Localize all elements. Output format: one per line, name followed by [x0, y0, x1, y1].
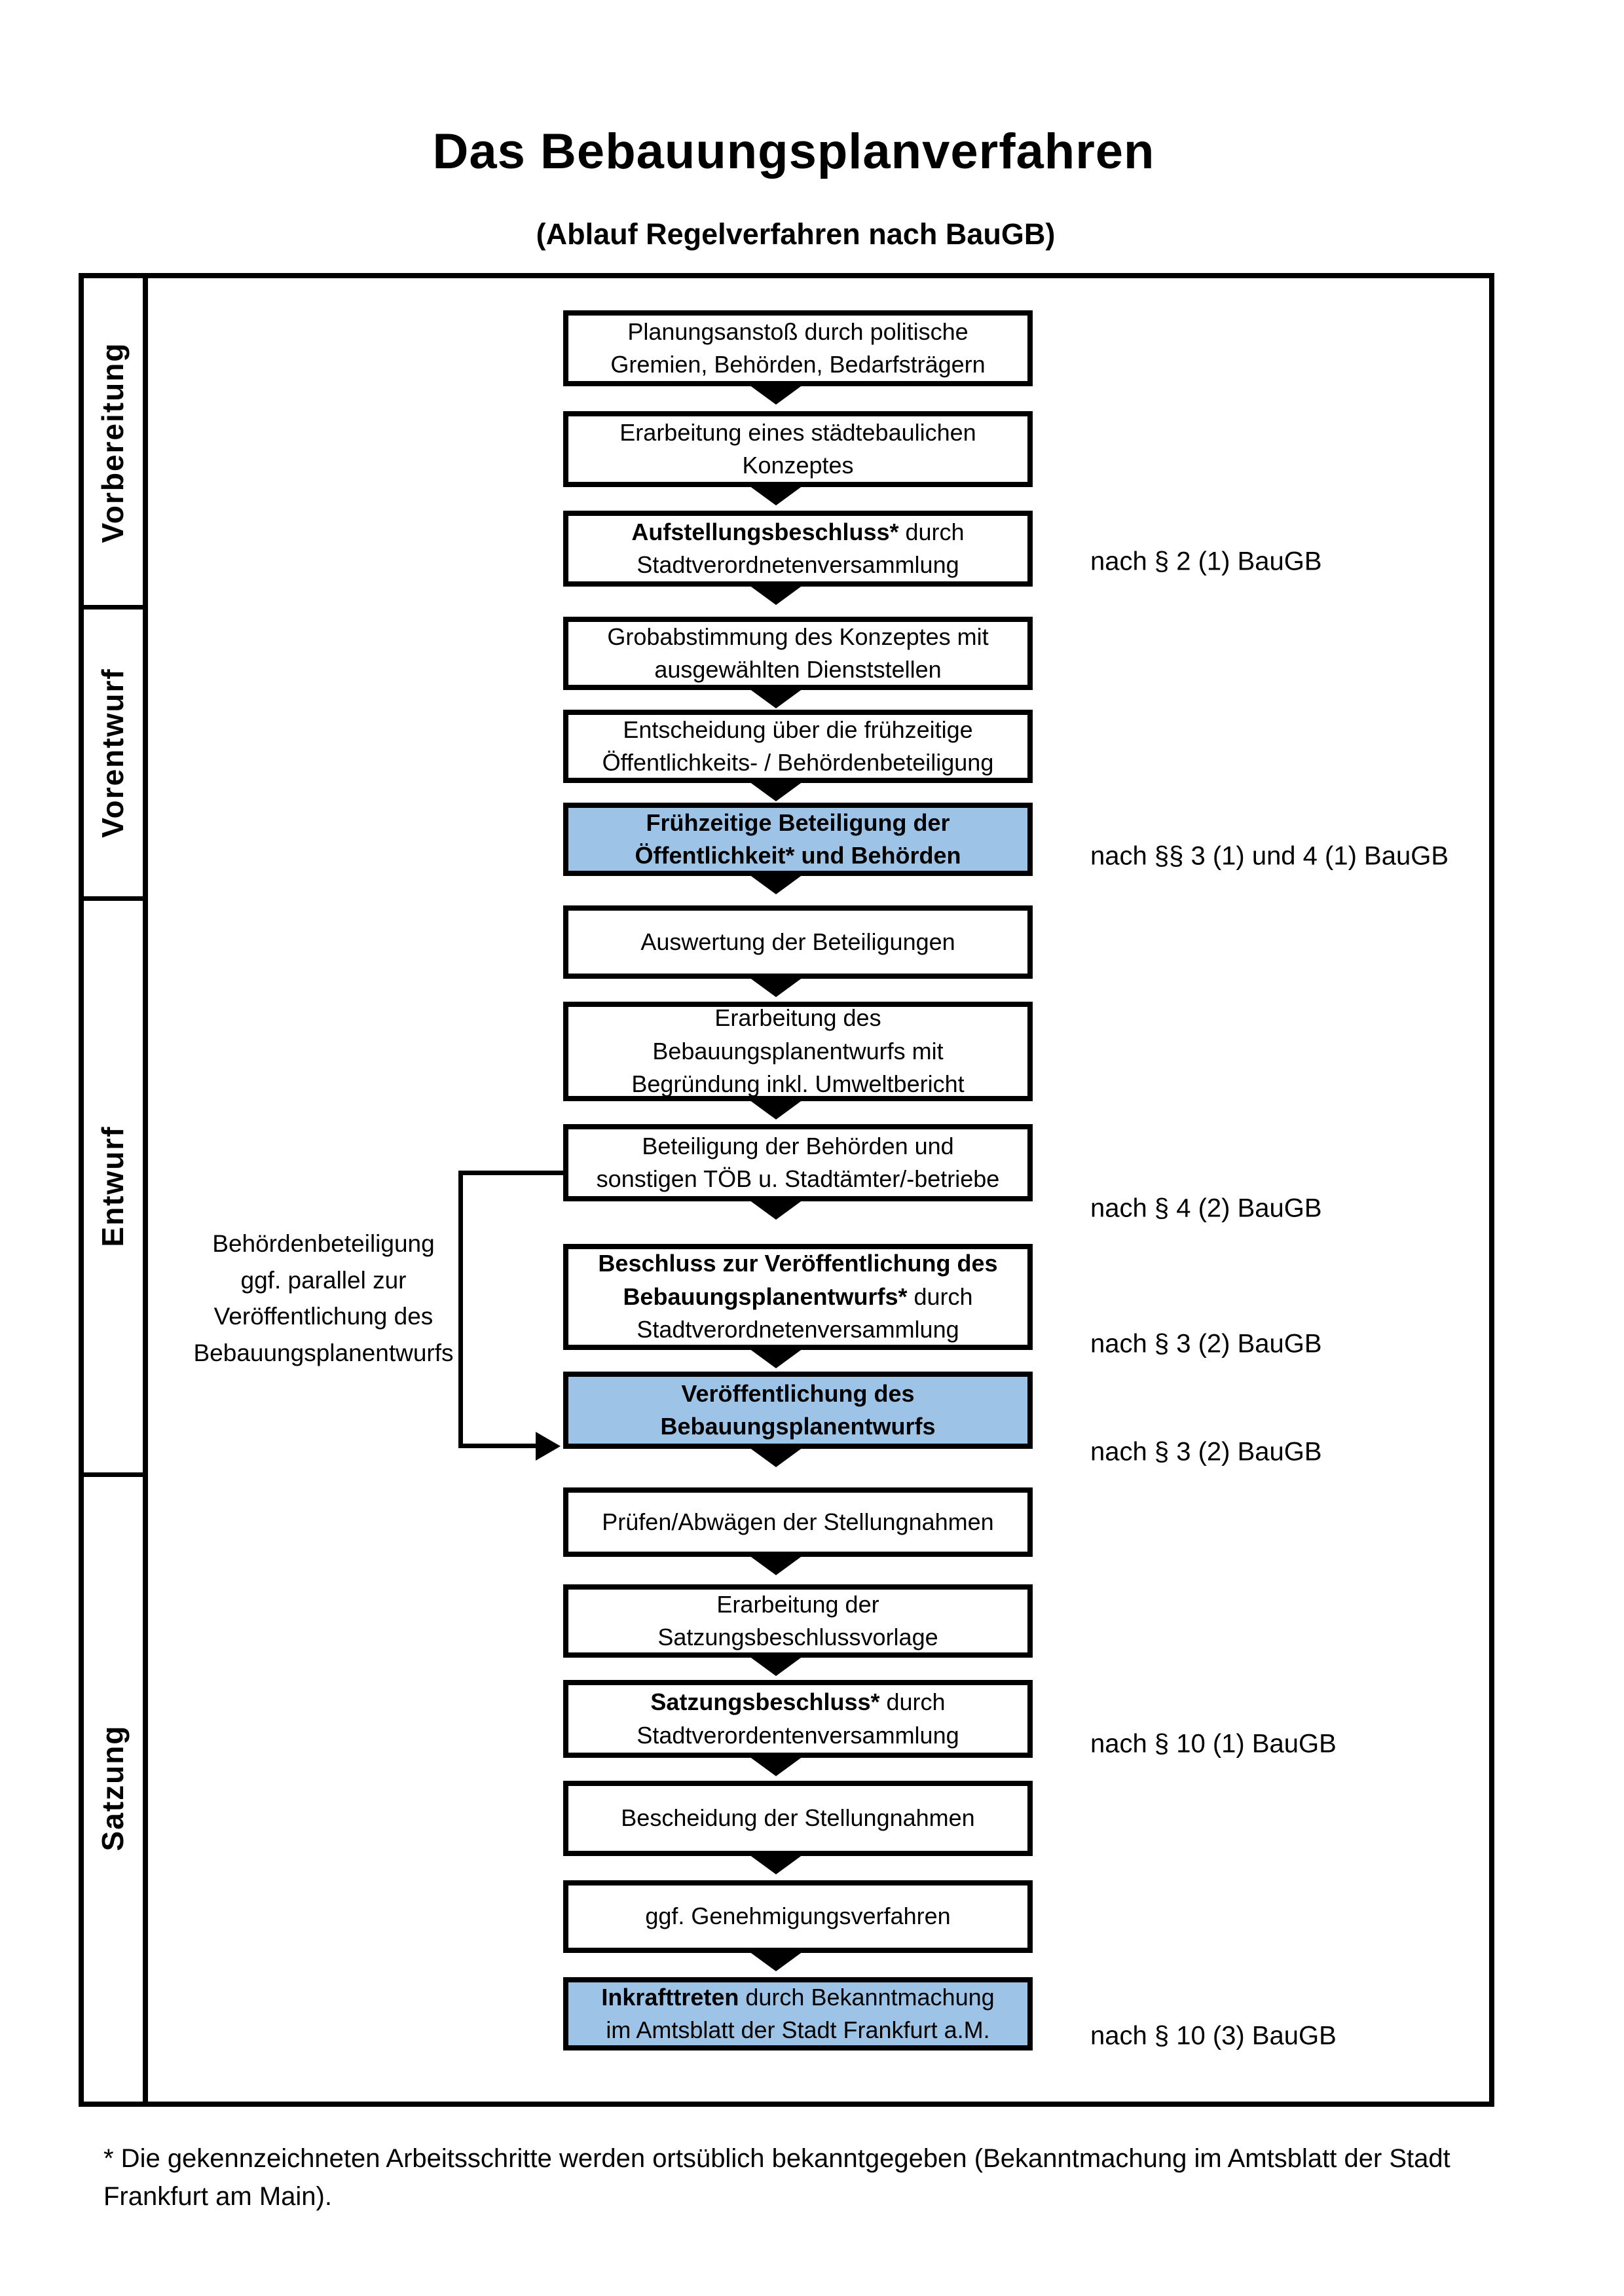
flow-box-inkrafttreten: Inkrafttreten durch Bekanntmachung im Amt…	[563, 1977, 1033, 2050]
flow-box-text-line: Erarbeitung der	[716, 1590, 879, 1618]
flow-box-text-line: Öffentlichkeit* und Behörden	[635, 842, 961, 869]
flow-box-text-line: Beschluss zur Veröffentlichung des	[598, 1250, 998, 1277]
flow-box-beteiligung-behoerden-toeb: Beteiligung der Behörden und sonstigen TÖ…	[563, 1124, 1033, 1201]
flow-down-arrow-icon	[747, 1950, 805, 1971]
flow-box-auswertung-beteiligungen: Auswertung der Beteiligungen	[563, 905, 1033, 979]
page-subtitle: (Ablauf Regelverfahren nach BauGB)	[536, 217, 1056, 251]
phase-separator-line	[79, 1472, 148, 1477]
page-title: Das Bebauungsplanverfahren	[432, 124, 1155, 179]
flow-box-text-line: Erarbeitung eines städtebaulichen	[619, 418, 976, 446]
flow-down-arrow-icon	[747, 1098, 805, 1120]
flow-box-text-line: Inkrafttreten durch Bekanntmachung	[601, 1983, 995, 2011]
footnote-line: Frankfurt am Main).	[103, 2182, 332, 2211]
flow-box-text-line: Stadtverordnetenversammlung	[637, 551, 959, 578]
flow-box-text-line: Satzungsbeschlussvorlage	[657, 1624, 938, 1650]
flow-box-text-line: Bebauungsplanentwurfs* durch	[623, 1283, 973, 1310]
flow-down-arrow-icon	[747, 1446, 805, 1467]
phase-label-vorbereitung: Vorbereitung	[96, 342, 130, 543]
flow-box-text-line: Stadtverordentenversammlung	[637, 1721, 959, 1749]
flow-box-text-line: Grobabstimmung des Konzeptes mit	[607, 623, 989, 650]
sidebar-divider-line	[143, 273, 148, 2107]
parallel-note-line: ggf. parallel zur	[240, 1266, 407, 1294]
legal-reference: nach § 10 (3) BauGB	[1090, 2021, 1337, 2050]
flow-down-arrow-icon	[747, 383, 805, 405]
legal-reference: nach §§ 3 (1) und 4 (1) BauGB	[1090, 841, 1449, 871]
flow-box-text-line: Aufstellungsbeschluss* durch	[631, 518, 965, 545]
phase-separator-line	[79, 605, 148, 610]
flow-down-arrow-icon	[747, 1347, 805, 1368]
flow-box-text-line: Planungsanstoß durch politische	[627, 318, 969, 345]
flow-down-arrow-icon	[747, 1755, 805, 1776]
phase-label-vorentwurf: Vorentwurf	[96, 668, 130, 838]
flow-box-text-line: Beteiligung der Behörden und	[642, 1132, 954, 1159]
parallel-note-line: Behördenbeteiligung	[212, 1230, 435, 1257]
flow-down-arrow-icon	[747, 484, 805, 505]
flow-box-text-line: sonstigen TÖB u. Stadtämter/-betriebe	[596, 1165, 1000, 1192]
bracket-connector-bottom	[458, 1444, 537, 1448]
bracket-connector-top	[458, 1171, 563, 1175]
flow-box-genehmigungsverfahren: ggf. Genehmigungsverfahren	[563, 1880, 1033, 1953]
flow-down-arrow-icon	[747, 1853, 805, 1874]
flow-box-text-line: Frühzeitige Beteiligung der	[646, 809, 950, 836]
flow-down-arrow-icon	[747, 780, 805, 801]
flow-box-bescheidung-stellungnahmen: Bescheidung der Stellungnahmen	[563, 1781, 1033, 1856]
flow-box-text-line: Bebauungsplanentwurfs mit	[652, 1037, 944, 1065]
flow-box-text-line: Begründung inkl. Umweltbericht	[631, 1070, 965, 1098]
flow-box-text-line: Satzungsbeschluss* durch	[650, 1688, 946, 1716]
bracket-arrowhead-icon	[536, 1432, 561, 1461]
bracket-connector-vertical	[458, 1171, 463, 1448]
flow-down-arrow-icon	[747, 1654, 805, 1676]
flow-box-text-line: ggf. Genehmigungsverfahren	[645, 1903, 951, 1930]
flow-down-arrow-icon	[747, 687, 805, 708]
footnote: * Die gekennzeichneten Arbeitsschritte w…	[103, 2140, 1551, 2215]
phase-label-entwurf: Entwurf	[96, 1125, 130, 1247]
legal-reference: nach § 3 (2) BauGB	[1090, 1437, 1322, 1467]
flow-down-arrow-icon	[747, 873, 805, 894]
legal-reference: nach § 4 (2) BauGB	[1090, 1194, 1322, 1223]
flow-box-pruefen-abwaegen: Prüfen/Abwägen der Stellungnahmen	[563, 1487, 1033, 1557]
legal-reference: nach § 2 (1) BauGB	[1090, 547, 1322, 576]
flow-box-text-line: im Amtsblatt der Stadt Frankfurt a.M.	[606, 2016, 990, 2043]
flow-box-text-line: Erarbeitung des	[714, 1004, 881, 1032]
legal-reference: nach § 10 (1) BauGB	[1090, 1729, 1337, 1758]
flow-box-text-line: Konzeptes	[742, 452, 854, 479]
footnote-line: * Die gekennzeichneten Arbeitsschritte w…	[103, 2144, 1450, 2173]
flow-down-arrow-icon	[747, 975, 805, 997]
phase-separator-line	[79, 896, 148, 901]
flow-down-arrow-icon	[747, 1554, 805, 1575]
flow-down-arrow-icon	[747, 1198, 805, 1220]
parallel-note-line: Veröffentlichung des	[213, 1303, 434, 1330]
flow-box-text-line: Bescheidung der Stellungnahmen	[621, 1804, 975, 1832]
parallel-note-line: Bebauungsplanentwurfs	[193, 1339, 454, 1366]
flow-box-text-line: Veröffentlichung des	[681, 1379, 915, 1407]
flow-box-text-line: Öffentlichkeits- / Behördenbeteiligung	[602, 749, 994, 776]
flow-box-text-line: Auswertung der Beteiligungen	[640, 928, 955, 955]
flow-box-text-line: Entscheidung über die frühzeitige	[623, 716, 973, 743]
flow-box-text-line: Stadtverordnetenversammlung	[637, 1316, 959, 1343]
flow-box-text-line: Bebauungsplanentwurfs	[660, 1413, 936, 1440]
phase-label-satzung: Satzung	[96, 1724, 130, 1851]
parallel-note: Behördenbeteiligung ggf. parallel zur Ve…	[189, 1226, 458, 1371]
flow-box-text-line: Prüfen/Abwägen der Stellungnahmen	[602, 1508, 994, 1535]
flow-box-grobabstimmung: Grobabstimmung des Konzeptes mit ausgewäh…	[563, 617, 1033, 690]
flow-box-text-line: ausgewählten Dienststellen	[654, 656, 942, 683]
flow-down-arrow-icon	[747, 583, 805, 605]
flow-box-text-line: Gremien, Behörden, Bedarfsträgern	[610, 351, 986, 378]
legal-reference: nach § 3 (2) BauGB	[1090, 1329, 1322, 1358]
